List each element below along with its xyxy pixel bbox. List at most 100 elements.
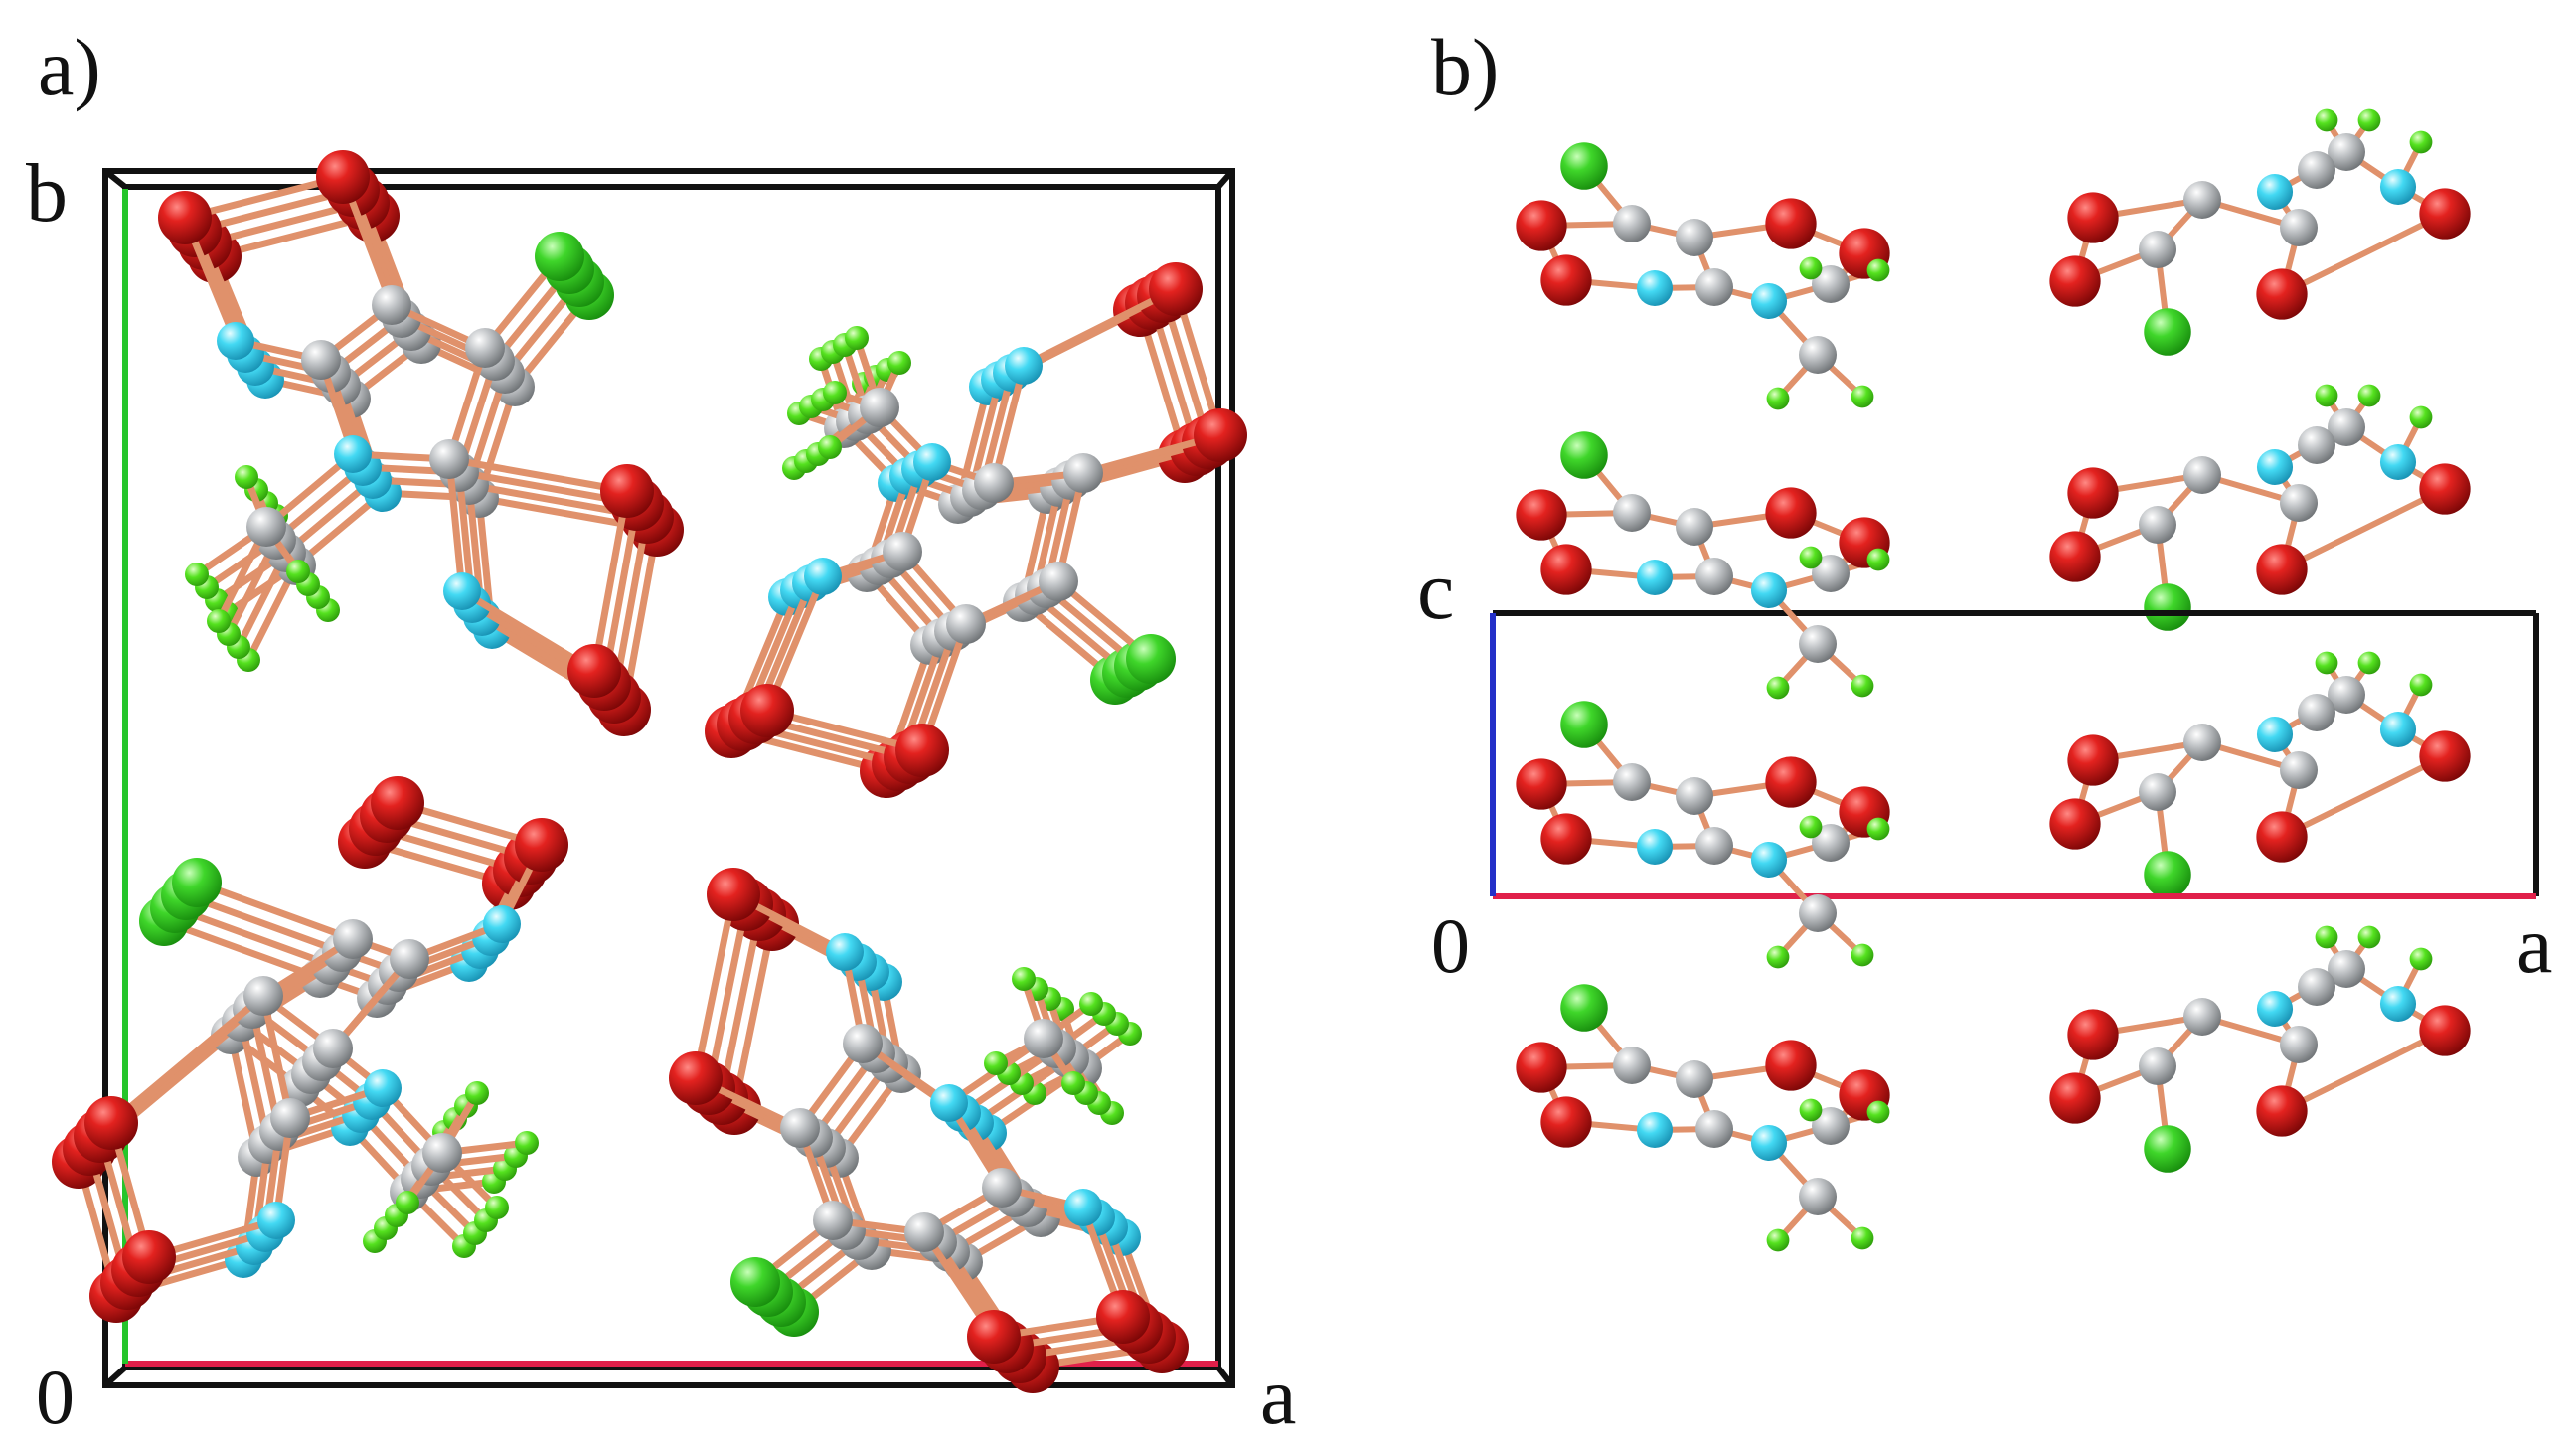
- hydrogen-atom: [2315, 925, 2338, 949]
- chlorine-atom: [1560, 142, 1608, 190]
- oxygen-atom: [967, 1310, 1021, 1364]
- oxygen-atom: [122, 1230, 176, 1284]
- oxygen-atom: [2419, 463, 2471, 515]
- carbon-atom: [333, 919, 373, 959]
- carbon-atom: [1695, 268, 1733, 306]
- hydrogen-atom: [1799, 815, 1823, 839]
- oxygen-atom: [1540, 1096, 1592, 1148]
- bond: [2279, 486, 2448, 572]
- molecule: [1516, 984, 1890, 1252]
- hydrogen-atom: [2409, 405, 2433, 429]
- carbon-atom: [2183, 998, 2221, 1036]
- nitrogen-atom: [804, 558, 842, 595]
- hydrogen-atom: [1799, 256, 1823, 280]
- molecule-stack: [705, 262, 1247, 798]
- hydrogen-atom: [2315, 651, 2338, 675]
- hydrogen-atom: [515, 1131, 539, 1155]
- chlorine-atom: [2144, 1125, 2191, 1173]
- nitrogen-atom: [483, 905, 521, 943]
- hydrogen-atom: [465, 1081, 489, 1105]
- hydrogen-atom: [1866, 817, 1890, 841]
- oxygen-atom: [1765, 1040, 1817, 1091]
- nitrogen-atom: [2256, 173, 2294, 211]
- carbon-atom: [1024, 1019, 1063, 1058]
- carbon-atom: [1812, 824, 1850, 862]
- hydrogen-atom: [2357, 925, 2381, 949]
- nitrogen-atom: [334, 435, 372, 473]
- hydrogen-atom: [1851, 943, 1874, 967]
- carbon-atom: [813, 1201, 853, 1240]
- nitrogen-atom: [2379, 711, 2417, 748]
- carbon-atom: [2183, 724, 2221, 761]
- oxygen-atom: [1540, 544, 1592, 595]
- nitrogen-atom: [930, 1084, 968, 1122]
- hydrogen-atom: [396, 1191, 419, 1214]
- nitrogen-atom: [1636, 559, 1674, 596]
- carbon-atom: [1812, 1107, 1850, 1145]
- molecule: [2049, 651, 2471, 898]
- oxygen-atom: [2049, 1072, 2101, 1124]
- carbon-atom: [780, 1108, 820, 1148]
- oxygen-atom: [1765, 756, 1817, 808]
- panel-b-label: b): [1431, 22, 1499, 112]
- chlorine-atom: [730, 1257, 780, 1307]
- bond: [182, 891, 346, 956]
- carbon-atom: [1695, 827, 1733, 865]
- carbon-atom: [1613, 1046, 1651, 1084]
- bond: [705, 900, 750, 1092]
- chlorine-atom: [2144, 851, 2191, 898]
- hydrogen-atom: [1866, 258, 1890, 282]
- hydrogen-atom: [1851, 674, 1874, 698]
- nitrogen-atom: [2379, 443, 2417, 481]
- hydrogen-atom: [2315, 108, 2338, 132]
- molecule-stack: [158, 150, 684, 736]
- carbon-atom: [2139, 506, 2176, 544]
- oxygen-atom: [2049, 255, 2101, 307]
- bond: [2279, 753, 2448, 840]
- carbon-atom: [2298, 694, 2335, 731]
- oxygen-atom: [2067, 192, 2119, 243]
- panel-a: a) 0 a b: [26, 22, 1296, 1441]
- nitrogen-atom: [1636, 1111, 1674, 1149]
- bond: [718, 910, 763, 1102]
- molecule: [1516, 701, 1890, 969]
- nitrogen-atom: [217, 322, 254, 360]
- chlorine-atom: [535, 232, 584, 281]
- molecule-stack: [669, 868, 1189, 1393]
- hydrogen-atom: [185, 563, 209, 586]
- oxygen-atom: [2256, 1085, 2308, 1137]
- oxygen-atom: [158, 191, 212, 244]
- nitrogen-atom: [826, 933, 864, 971]
- hydrogen-atom: [1079, 992, 1103, 1016]
- hydrogen-atom: [2357, 108, 2381, 132]
- hydrogen-atom: [1799, 1098, 1823, 1122]
- carbon-atom: [2183, 456, 2221, 494]
- bond: [692, 890, 737, 1082]
- carbon-atom: [429, 439, 469, 479]
- oxygen-atom: [84, 1096, 138, 1150]
- nitrogen-atom: [1636, 269, 1674, 307]
- carbon-atom: [946, 604, 986, 644]
- carbon-atom: [1799, 894, 1837, 932]
- nitrogen-atom: [1750, 841, 1788, 879]
- bond: [730, 920, 776, 1112]
- carbon-atom: [2139, 231, 2176, 268]
- carbon-atom: [1695, 1110, 1733, 1148]
- hydrogen-atom: [845, 326, 869, 350]
- hydrogen-atom: [984, 1051, 1008, 1075]
- carbon-atom: [301, 340, 341, 380]
- oxygen-atom: [515, 818, 568, 872]
- nitrogen-atom: [913, 443, 951, 481]
- nitrogen-atom: [1005, 347, 1043, 385]
- nitrogen-atom: [1750, 1124, 1788, 1162]
- carbon-atom: [2298, 426, 2335, 464]
- hydrogen-atom: [823, 381, 847, 404]
- carbon-atom: [982, 1168, 1022, 1208]
- bond: [445, 455, 631, 495]
- nitrogen-atom: [1064, 1189, 1102, 1226]
- carbon-atom: [974, 463, 1014, 503]
- carbon-atom: [2139, 1047, 2176, 1085]
- nitrogen-atom: [2379, 985, 2417, 1023]
- oxygen-atom: [895, 724, 949, 777]
